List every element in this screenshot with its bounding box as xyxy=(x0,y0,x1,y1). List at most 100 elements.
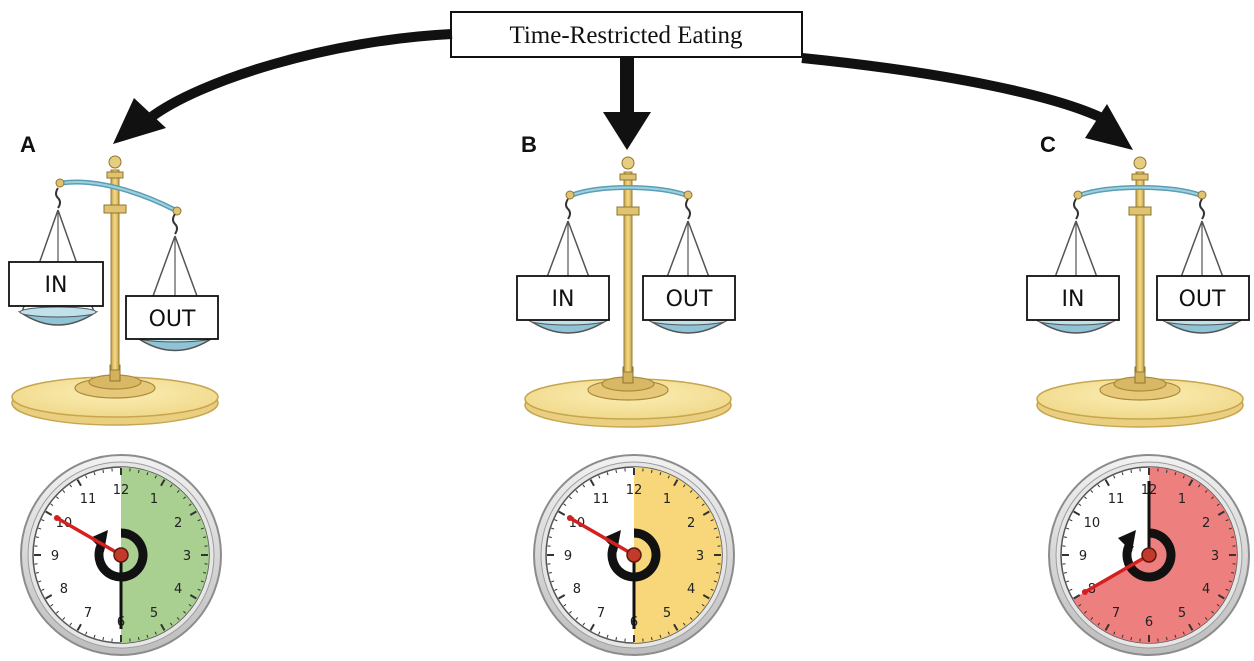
minute-tick xyxy=(606,472,609,476)
minute-tick xyxy=(650,469,653,473)
minute-tick xyxy=(1197,484,1201,488)
minute-tick xyxy=(696,610,699,614)
minute-tick xyxy=(548,536,552,539)
minute-tick xyxy=(575,617,579,620)
minute-tick xyxy=(1211,496,1214,500)
clock-number: 1 xyxy=(1178,492,1186,507)
minute-tick xyxy=(197,588,201,591)
clock-number: 7 xyxy=(1112,606,1120,621)
hour-tick xyxy=(1188,479,1194,487)
clock-number: 2 xyxy=(174,516,182,531)
minute-tick xyxy=(667,475,670,479)
clock-number: 2 xyxy=(1202,516,1210,531)
clock-number: 5 xyxy=(663,606,671,621)
minute-tick xyxy=(35,536,39,539)
minute-tick xyxy=(667,631,670,635)
clock-number: 12 xyxy=(626,483,643,498)
clock-b: 121234567891011 xyxy=(533,454,735,656)
in-label-c: IN xyxy=(1062,287,1085,312)
clock-center-pin xyxy=(113,547,129,563)
minute-tick xyxy=(689,617,693,620)
minute-tick xyxy=(1069,588,1073,591)
rotation-arrow xyxy=(607,528,661,582)
title-box: Time-Restricted Eating xyxy=(450,11,803,58)
minute-tick xyxy=(1204,617,1208,620)
minute-tick xyxy=(1225,588,1229,591)
minute-tick xyxy=(563,603,567,607)
clock-number: 4 xyxy=(174,582,182,597)
minute-tick xyxy=(682,484,686,488)
arrow-to-b-shaft xyxy=(620,57,634,112)
minute-tick xyxy=(710,519,714,522)
clock-number: 1 xyxy=(150,492,158,507)
hour-tick xyxy=(589,479,595,487)
clock-number: 6 xyxy=(1145,615,1153,630)
minute-tick xyxy=(689,490,693,493)
minute-tick xyxy=(1113,475,1116,479)
hour-tick xyxy=(189,510,197,516)
minute-tick xyxy=(606,634,609,638)
minute-tick xyxy=(563,503,567,507)
in-label-a: IN xyxy=(45,273,68,298)
clock-number: 2 xyxy=(687,516,695,531)
minute-tick xyxy=(554,588,558,591)
out-label-a: OUT xyxy=(149,307,196,332)
hour-tick xyxy=(1073,510,1081,516)
minute-tick xyxy=(615,637,618,641)
minute-tick xyxy=(1097,484,1101,488)
minute-tick xyxy=(1078,603,1082,607)
rotation-arrow xyxy=(1122,528,1176,582)
hour-tick xyxy=(1073,594,1081,600)
hour-tick xyxy=(45,510,53,516)
minute-tick xyxy=(102,637,105,641)
minute-tick xyxy=(38,580,42,583)
minute-tick xyxy=(710,588,714,591)
minute-tick xyxy=(1113,631,1116,635)
arrows xyxy=(113,29,1133,150)
minute-tick xyxy=(1066,580,1070,583)
minute-tick xyxy=(69,622,73,626)
arrow-to-a xyxy=(146,29,453,122)
clock-number: 9 xyxy=(51,549,59,564)
hour-tick xyxy=(45,594,53,600)
clock-number: 4 xyxy=(1202,582,1210,597)
hour-tick xyxy=(673,623,679,631)
minute-tick xyxy=(659,634,662,638)
arrow-head-b xyxy=(603,112,651,150)
clock-number: 11 xyxy=(80,492,97,507)
clock-number: 5 xyxy=(150,606,158,621)
minute-tick xyxy=(183,496,186,500)
minute-tick xyxy=(197,519,201,522)
clock-number: 11 xyxy=(593,492,610,507)
eating-window-sector xyxy=(121,467,209,643)
clock-number: 8 xyxy=(573,582,581,597)
out-label-c: OUT xyxy=(1179,287,1226,312)
clock-number: 7 xyxy=(84,606,92,621)
minute-tick xyxy=(137,469,140,473)
minute-tick xyxy=(102,469,105,473)
clock-a: 121234567891011 xyxy=(20,454,222,656)
red-hand-tip xyxy=(1081,589,1088,595)
minute-tick xyxy=(598,475,601,479)
minute-tick xyxy=(41,519,45,522)
panel-label-a: A xyxy=(20,132,36,157)
clock-number: 8 xyxy=(60,582,68,597)
minute-tick xyxy=(50,603,54,607)
minute-tick xyxy=(1121,472,1124,476)
minute-tick xyxy=(1069,519,1073,522)
hour-tick xyxy=(76,479,82,487)
minute-tick xyxy=(650,637,653,641)
diagram-title: Time-Restricted Eating xyxy=(509,22,743,49)
rotation-arrow-head xyxy=(1117,530,1136,552)
minute-tick xyxy=(1063,536,1067,539)
minute-tick xyxy=(1197,622,1201,626)
minute-tick xyxy=(1084,496,1087,500)
minute-tick xyxy=(713,527,717,530)
clock-number: 5 xyxy=(1178,606,1186,621)
minute-tick xyxy=(598,631,601,635)
hour-tick xyxy=(1217,510,1225,516)
minute-tick xyxy=(701,603,705,607)
minute-tick xyxy=(548,571,552,574)
minute-tick xyxy=(35,571,39,574)
